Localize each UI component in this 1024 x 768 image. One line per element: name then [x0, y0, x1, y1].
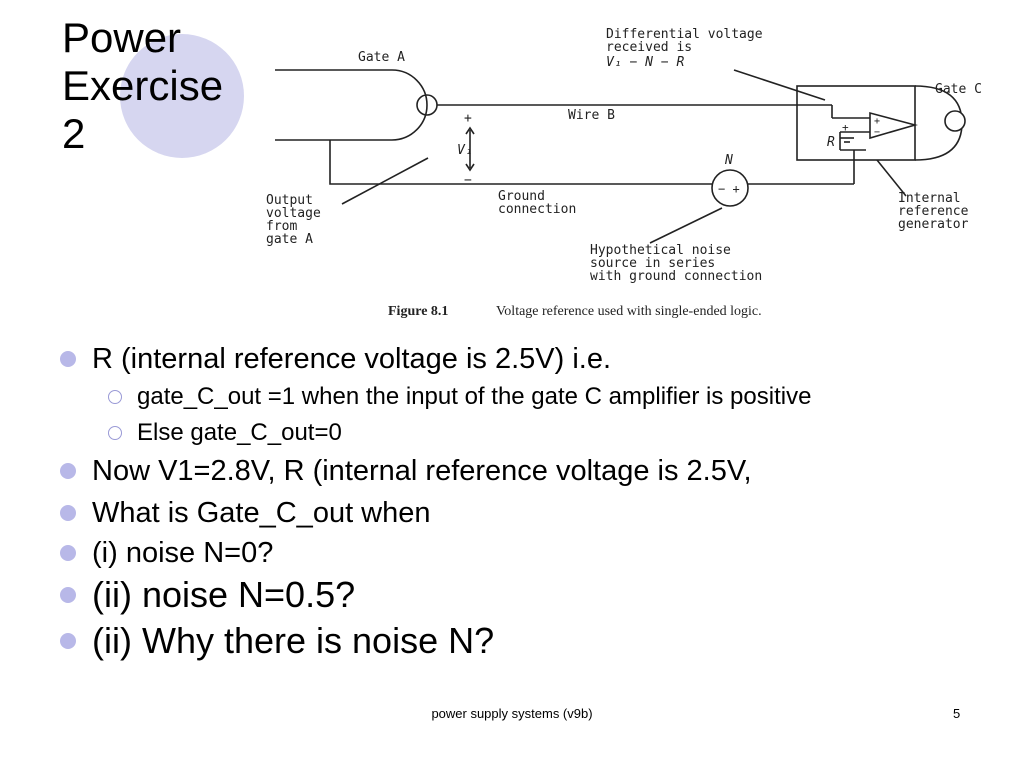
diff-voltage-label: Differential voltage [606, 27, 763, 42]
bullet-ring-icon [108, 426, 122, 440]
noise-polarity: − + [718, 182, 740, 196]
diff-voltage-formula: V₁ − N − R [606, 55, 684, 70]
ground-wire [329, 140, 712, 185]
gate-a-label: Gate A [358, 50, 405, 65]
slide-title: Power Exercise 2 [62, 14, 223, 158]
bullet-item: R (internal reference voltage is 2.5V) i… [58, 342, 958, 376]
bullet-dot-icon [60, 545, 76, 561]
bullet-text: Else gate_C_out=0 [137, 419, 342, 446]
internal-reference-label: Internal [898, 191, 961, 206]
output-voltage-label: Output [266, 193, 313, 208]
title-line: Exercise [62, 62, 224, 109]
v1-label: V₁ [457, 143, 473, 158]
bullet-item: Now V1=2.8V, R (internal reference volta… [58, 454, 958, 488]
footer-text: power supply systems (v9b) [431, 706, 593, 721]
bullet-ring-icon [108, 390, 122, 404]
plus-sign: + [842, 121, 849, 134]
bullet-dot-icon [60, 505, 76, 521]
gate-c-label: Gate C [935, 82, 982, 97]
bullet-text: What is Gate_C_out when [92, 497, 431, 529]
bullet-item: (i) noise N=0? [58, 536, 958, 570]
plus-sign: + [874, 116, 880, 127]
page-number: 5 [953, 706, 961, 721]
ground-connection-label: connection [498, 202, 576, 217]
gate-c-box [796, 85, 916, 161]
ground-connection-label: Ground [498, 189, 545, 204]
bullet-dot-icon [60, 463, 76, 479]
bullet-item: (ii) Why there is noise N? [58, 620, 958, 662]
sub-bullet-item: Else gate_C_out=0 [58, 420, 958, 446]
bullet-text: (ii) noise N=0.5? [92, 574, 356, 615]
internal-reference-label: reference [898, 204, 969, 219]
circuit-diagram: Gate A Gate C Wire B Differential voltag… [266, 27, 982, 319]
plus-sign: + [464, 111, 472, 126]
diff-voltage-label: received is [606, 40, 692, 55]
output-voltage-label: from [266, 219, 297, 234]
bullet-dot-icon [60, 587, 76, 603]
noise-source-label: source in series [590, 256, 715, 271]
amplifier-triangle [869, 111, 918, 140]
output-voltage-label: voltage [266, 206, 321, 221]
bullet-item: (ii) noise N=0.5? [58, 574, 958, 616]
sub-bullet-item: gate_C_out =1 when the input of the gate… [58, 384, 958, 410]
minus-sign: − [464, 173, 472, 188]
bullet-dot-icon [60, 351, 76, 367]
noise-source-label: Hypothetical noise [590, 243, 731, 258]
bullet-text: (i) noise N=0? [92, 537, 274, 569]
r-label: R [827, 135, 835, 150]
title-line: 2 [62, 110, 86, 157]
bullet-text: R (internal reference voltage is 2.5V) i… [92, 343, 612, 375]
output-voltage-label: gate A [266, 232, 313, 247]
bullet-dot-icon [60, 633, 76, 649]
noise-source-label: with ground connection [590, 269, 762, 284]
bullet-list: R (internal reference voltage is 2.5V) i… [58, 342, 958, 662]
bullet-text: Now V1=2.8V, R (internal reference volta… [92, 455, 752, 487]
wire-b-label: Wire B [568, 108, 615, 123]
decorative-circle [120, 34, 244, 158]
bullet-item: What is Gate_C_out when [58, 496, 958, 530]
n-label: N [724, 153, 733, 168]
circuit-figure: Gate A Gate C Wire B Differential voltag… [250, 18, 1010, 328]
figure-caption-text: Voltage reference used with single-ended… [496, 304, 762, 319]
figure-caption-number: Figure 8.1 [388, 304, 448, 319]
bullet-text: gate_C_out =1 when the input of the gate… [137, 383, 812, 410]
internal-reference-label: generator [898, 217, 969, 232]
minus-sign: − [874, 127, 880, 138]
gate-a-shape [275, 69, 428, 141]
noise-source-circle [711, 169, 749, 207]
title-line: Power [62, 14, 182, 61]
gate-c-bubble [944, 110, 966, 132]
bullet-text: (ii) Why there is noise N? [92, 620, 495, 661]
